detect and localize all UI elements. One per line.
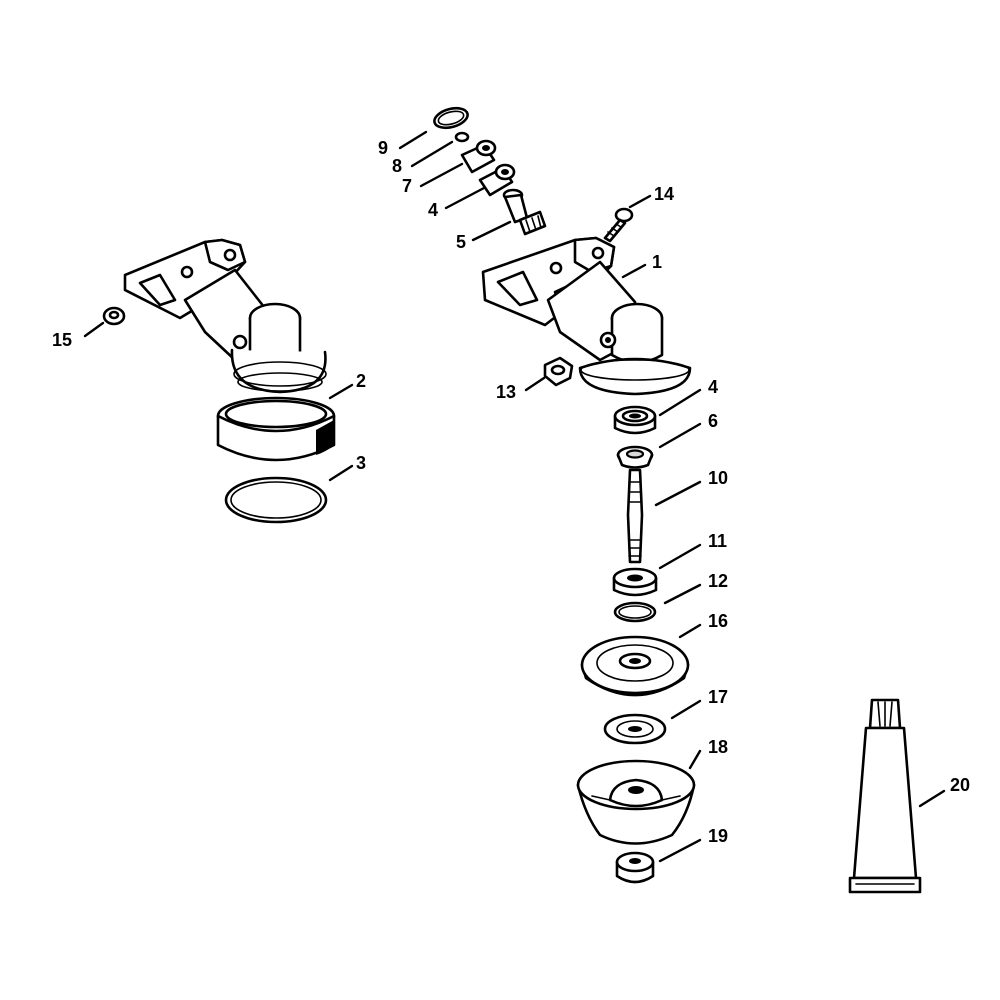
part-7-bearing <box>460 139 497 174</box>
part-12-circlip <box>613 601 657 623</box>
callout-7: 7 <box>402 176 412 196</box>
callout-17: 17 <box>708 687 728 707</box>
callout-5: 5 <box>456 232 466 252</box>
callout-3: 3 <box>356 453 366 473</box>
part-4-bearing-lower <box>613 405 657 435</box>
part-10-shaft <box>626 468 644 564</box>
part-1-gear-housing <box>481 236 692 396</box>
part-19-nut <box>615 851 655 884</box>
part-4-bearing-upper <box>478 163 516 197</box>
part-6-bevel-gear <box>616 445 654 469</box>
callout-11: 11 <box>708 531 727 551</box>
part-3-oring <box>224 476 328 524</box>
callout-16: 16 <box>708 611 728 631</box>
callout-6: 6 <box>708 411 718 431</box>
callout-1: 1 <box>652 252 662 272</box>
callout-4-lower: 4 <box>708 377 718 397</box>
callout-12: 12 <box>708 571 728 591</box>
callout-14: 14 <box>654 184 674 204</box>
leader-lines <box>83 130 946 863</box>
part-13-plug <box>543 356 574 387</box>
callout-labels: 9 8 7 4 5 14 1 15 2 3 13 4 6 10 11 12 16… <box>52 138 970 846</box>
part-15-nut <box>102 306 126 326</box>
part-16-thrust-plate <box>580 635 690 697</box>
callout-8: 8 <box>392 156 402 176</box>
callout-10: 10 <box>708 468 728 488</box>
part-18-mowing-head-cup <box>576 759 696 845</box>
part-20-grease-tube <box>848 698 922 894</box>
part-2-ring <box>216 396 336 462</box>
part-14-screw <box>603 207 634 243</box>
part-11-bearing <box>612 567 658 597</box>
callout-15: 15 <box>52 330 72 350</box>
callout-20: 20 <box>950 775 970 795</box>
callout-18: 18 <box>708 737 728 757</box>
part-17-thrust-washer <box>603 713 667 745</box>
callout-19: 19 <box>708 826 728 846</box>
gear-head-left <box>123 238 327 394</box>
part-9-circlip <box>433 106 469 130</box>
callout-4-upper: 4 <box>428 200 438 220</box>
callout-13: 13 <box>496 382 516 402</box>
callout-9: 9 <box>378 138 388 158</box>
part-5-bevel-pinion <box>502 188 547 236</box>
callout-2: 2 <box>356 371 366 391</box>
part-8-washer <box>454 131 470 143</box>
